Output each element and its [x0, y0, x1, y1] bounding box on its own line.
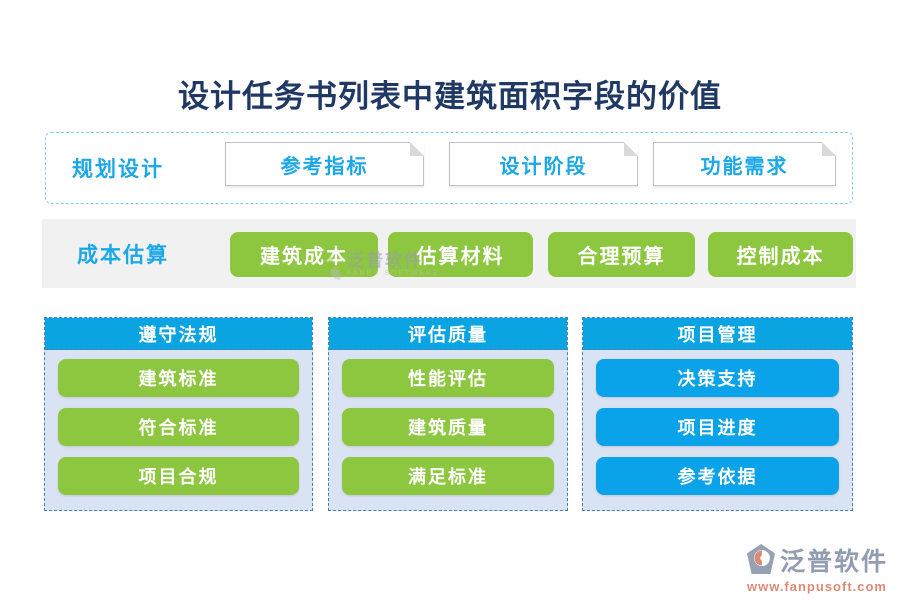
panel-comply-regulations: 遵守法规 建筑标准 符合标准 项目合规	[44, 317, 313, 511]
cost-estimate-label: 成本估算	[77, 243, 169, 267]
list-item: 项目合规	[58, 457, 299, 495]
list-item: 符合标准	[58, 408, 299, 446]
page-title: 设计任务书列表中建筑面积字段的价值	[178, 79, 722, 114]
tag-estimate-materials: 估算材料	[388, 232, 533, 277]
watermark: 泛普软件 FANPU SOFTWARE	[319, 252, 440, 287]
watermark-brand-name: 泛普软件	[347, 251, 423, 270]
planning-design-panel: 规划设计 参考指标 设计阶段 功能需求	[45, 132, 853, 204]
tag-design-stage: 设计阶段	[449, 142, 638, 186]
list-item: 参考依据	[596, 457, 839, 495]
tag-reasonable-budget: 合理预算	[548, 232, 695, 277]
list-item: 建筑质量	[342, 408, 554, 446]
watermark-leaf-icon	[319, 252, 344, 287]
tag-reference-index: 参考指标	[225, 142, 424, 186]
tag-functional-requirements: 功能需求	[653, 142, 836, 186]
fanpu-logo-icon	[746, 543, 776, 580]
planning-design-label: 规划设计	[72, 158, 164, 181]
brand-name: 泛普软件	[779, 547, 888, 576]
panel-project-management: 项目管理 决策支持 项目进度 参考依据	[582, 317, 853, 511]
list-item: 性能评估	[342, 359, 554, 397]
panel-header: 项目管理	[583, 318, 852, 350]
watermark-brand-subtitle: FANPU SOFTWARE	[347, 270, 440, 277]
panel-assess-quality: 评估质量 性能评估 建筑质量 满足标准	[328, 317, 568, 511]
brand-url: www.fanpusoft.com	[746, 579, 887, 594]
tag-construction-cost: 建筑成本	[230, 232, 378, 277]
list-item: 建筑标准	[58, 359, 299, 397]
cost-estimate-band: 成本估算 建筑成本 估算材料 合理预算 控制成本	[42, 219, 856, 288]
list-item: 决策支持	[596, 359, 839, 397]
list-item: 满足标准	[342, 457, 554, 495]
panel-header: 遵守法规	[45, 318, 312, 350]
panel-header: 评估质量	[329, 318, 567, 350]
brand-footer: 泛普软件 www.fanpusoft.com	[746, 543, 888, 594]
tag-control-cost: 控制成本	[708, 232, 853, 277]
list-item: 项目进度	[596, 408, 839, 446]
